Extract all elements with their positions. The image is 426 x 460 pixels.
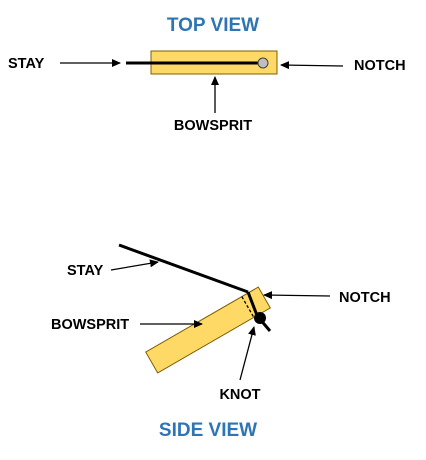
top-view-title: TOP VIEW — [167, 15, 259, 36]
side-view-title: SIDE VIEW — [159, 420, 257, 441]
top-bowsprit-label: BOWSPRIT — [174, 118, 252, 134]
top-notch-arrow — [280, 61, 344, 70]
top-notch — [257, 57, 269, 69]
side-notch-arrow — [263, 291, 331, 300]
side-notch-label: NOTCH — [339, 290, 391, 306]
side-knot-label: KNOT — [219, 387, 260, 403]
side-stay-line — [118, 243, 249, 294]
top-view: TOP VIEW STAY NOTCH BOWSPRIT — [8, 15, 406, 134]
side-knot — [254, 312, 266, 324]
side-bowsprit-label: BOWSPRIT — [51, 317, 129, 333]
side-view: STAY NOTCH BOWSPRIT KNOT SIDE VIEW — [51, 243, 391, 441]
side-knot-arrow — [239, 326, 256, 381]
top-notch-label: NOTCH — [354, 58, 406, 74]
top-stay-label: STAY — [8, 56, 45, 72]
side-stay-arrow — [110, 259, 159, 271]
side-stay-label: STAY — [67, 263, 104, 279]
